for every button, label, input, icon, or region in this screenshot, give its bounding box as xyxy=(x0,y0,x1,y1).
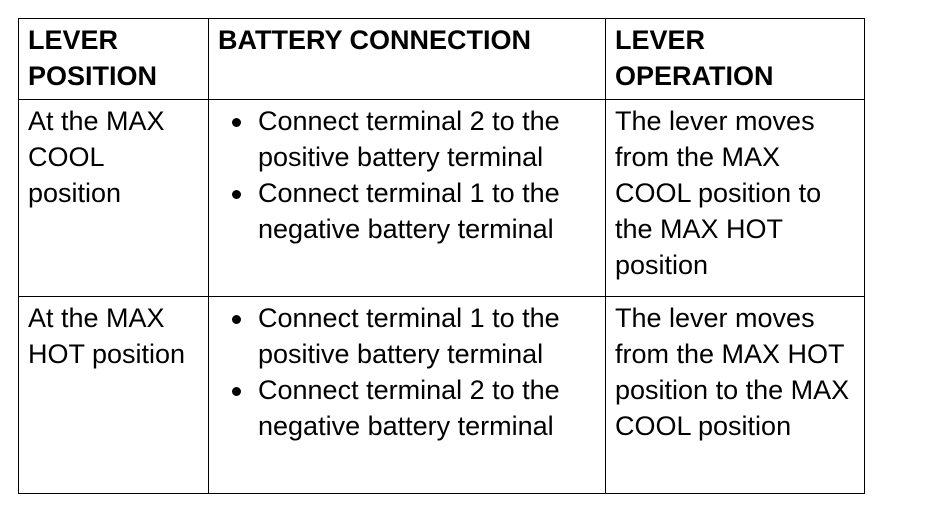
bullet-icon xyxy=(232,387,241,396)
list-item: Connect terminal 2 to the negative batte… xyxy=(218,372,599,444)
header-lever-operation: LEVER OPERATION xyxy=(605,18,865,100)
cell-lever-position: At the MAX HOT position xyxy=(18,296,209,494)
connection-step-text: Connect terminal 1 to the negative batte… xyxy=(258,178,560,244)
list-item: Connect terminal 2 to the positive batte… xyxy=(218,103,599,175)
header-battery-connection: BATTERY CONNECTION xyxy=(208,18,606,100)
connection-list: Connect terminal 2 to the positive batte… xyxy=(218,103,599,247)
connection-step-text: Connect terminal 2 to the negative batte… xyxy=(258,375,560,441)
connection-list: Connect terminal 1 to the positive batte… xyxy=(218,300,599,444)
cell-lever-operation: The lever moves from the MAX HOT positio… xyxy=(605,296,865,494)
cell-lever-position: At the MAX COOL position xyxy=(18,99,209,297)
table-header-row: LEVER POSITION BATTERY CONNECTION LEVER … xyxy=(18,18,865,100)
bullet-icon xyxy=(232,315,241,324)
table-row-max-hot: At the MAX HOT position Connect terminal… xyxy=(18,296,865,494)
connection-step-text: Connect terminal 2 to the positive batte… xyxy=(258,106,560,172)
cell-lever-operation: The lever moves from the MAX COOL positi… xyxy=(605,99,865,297)
bullet-icon xyxy=(232,190,241,199)
list-item: Connect terminal 1 to the negative batte… xyxy=(218,175,599,247)
list-item: Connect terminal 1 to the positive batte… xyxy=(218,300,599,372)
connection-step-text: Connect terminal 1 to the positive batte… xyxy=(258,303,560,369)
header-lever-position: LEVER POSITION xyxy=(18,18,209,100)
cell-battery-connection: Connect terminal 2 to the positive batte… xyxy=(208,99,606,297)
lever-operation-table-container: LEVER POSITION BATTERY CONNECTION LEVER … xyxy=(18,18,865,494)
table-row-max-cool: At the MAX COOL position Connect termina… xyxy=(18,99,865,297)
cell-battery-connection: Connect terminal 1 to the positive batte… xyxy=(208,296,606,494)
lever-operation-table: LEVER POSITION BATTERY CONNECTION LEVER … xyxy=(18,18,865,494)
bullet-icon xyxy=(232,118,241,127)
